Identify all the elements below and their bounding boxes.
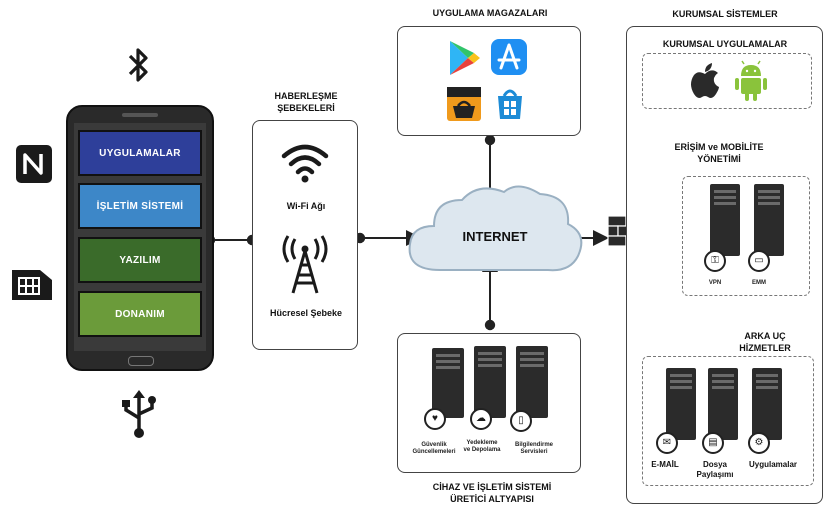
layer-operating-system: İŞLETİM SİSTEMİ (78, 183, 202, 229)
enterprise-apps-title: KURUMSAL UYGULAMALAR (662, 39, 788, 49)
amazon-store-icon (447, 87, 481, 121)
google-play-icon (450, 41, 480, 75)
enterprise-title: KURUMSAL SİSTEMLER (672, 9, 778, 19)
file-sharing-icon: ▤ (702, 432, 724, 454)
windows-store-icon (498, 89, 522, 119)
notification-icon: ▯ (510, 410, 532, 432)
backup-icon: ☁ (470, 408, 492, 430)
networks-title: HABERLEŞME ŞEBEKELERİ (274, 91, 338, 113)
manufacturer-title: CİHAZ VE İŞLETİM SİSTEMİ ÜRETİCİ ALTYAPI… (432, 482, 552, 504)
mobility-box (682, 176, 810, 296)
cellular-label: Hücresel Şebeke (269, 308, 343, 318)
app-stores-title: UYGULAMA MAGAZALARI (432, 8, 548, 18)
phone-home-button (128, 356, 154, 366)
email-icon: ✉ (656, 432, 678, 454)
mobility-servers (710, 184, 784, 256)
nfc-icon (16, 145, 52, 183)
layer-hardware: DONANIM (78, 291, 202, 337)
bluetooth-icon (128, 48, 148, 82)
backend-title: ARKA UÇ HİZMETLER (739, 331, 791, 353)
apple-icon (691, 63, 719, 98)
usb-icon (122, 390, 156, 438)
app-store-icon (491, 39, 527, 75)
emm-label: EMM (752, 280, 766, 286)
vpn-label: VPN (708, 280, 722, 286)
layer-applications: UYGULAMALAR (78, 130, 202, 176)
internet-cloud (408, 185, 583, 272)
service-security-label: Güvenlik Güncellemeleri (412, 442, 456, 455)
enterprise-apps-box (642, 53, 812, 109)
cell-tower-icon (282, 235, 328, 294)
security-icon: ♥ (424, 408, 446, 430)
backend-file-sharing-label: Dosya Paylaşımı (696, 460, 734, 479)
android-icon (735, 60, 767, 101)
internet-label: INTERNET (462, 229, 528, 244)
wifi-icon (281, 144, 329, 183)
backend-email-label: E-MAİL (651, 460, 679, 469)
backend-applications-label: Uygulamalar (748, 460, 798, 469)
backend-servers (666, 368, 782, 440)
mobility-title: ERİŞİM ve MOBİLİTE YÖNETİMİ (674, 142, 764, 164)
service-backup-label: Yedekleme ve Depolama (463, 440, 501, 453)
manufacturer-servers (432, 346, 548, 418)
emm-device-icon: ▭ (748, 250, 770, 272)
layer-software: YAZILIM (78, 237, 202, 283)
phone-speaker (122, 113, 158, 117)
wifi-label: Wi-Fi Ağı (286, 201, 326, 211)
vpn-key-icon: ⚿ (704, 250, 726, 272)
service-notification-label: Bilgilendirme Servisleri (514, 442, 553, 455)
app-stores-box (397, 26, 581, 136)
sim-card-icon (12, 270, 52, 300)
backend-box (642, 356, 814, 486)
applications-icon: ⚙ (748, 432, 770, 454)
